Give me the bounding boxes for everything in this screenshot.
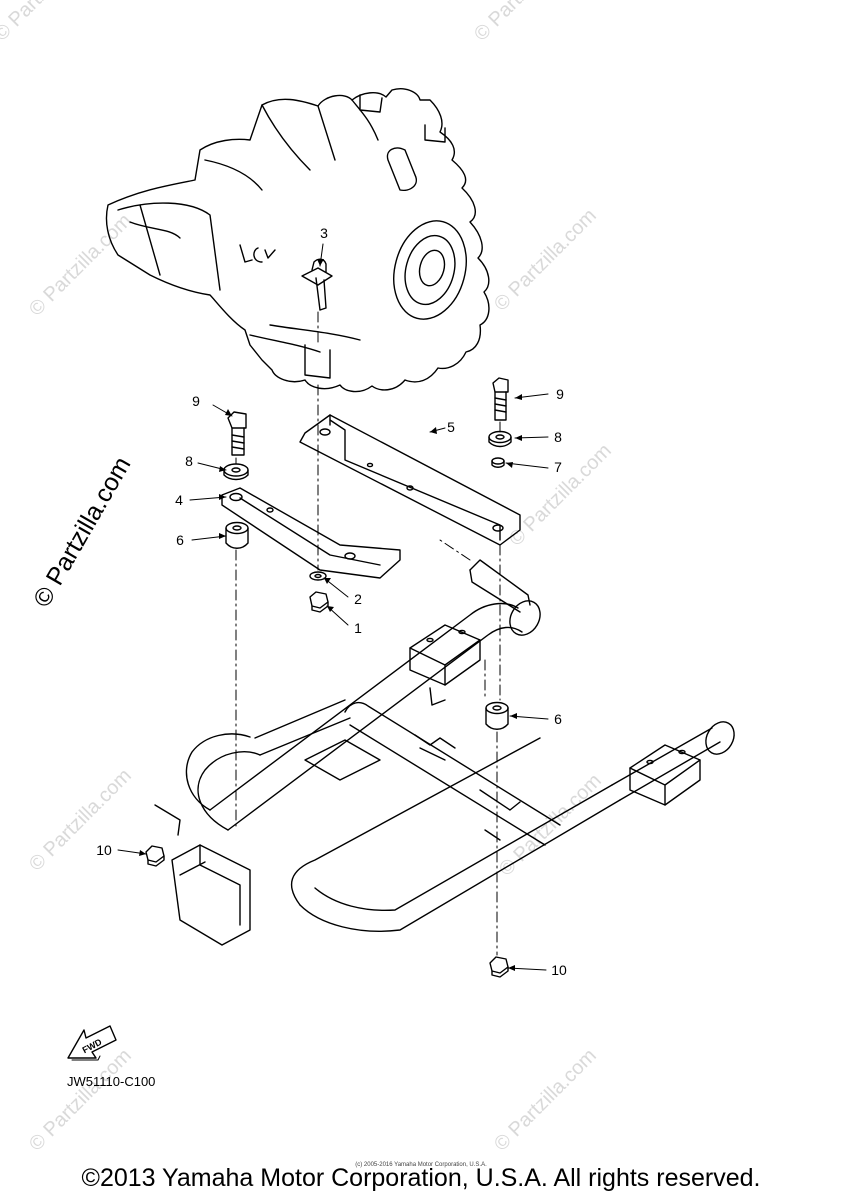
collar-7-part xyxy=(491,457,505,468)
callout-9-right: 9 xyxy=(556,386,564,402)
callout-7: 7 xyxy=(554,459,562,475)
bolt-9-right-part xyxy=(492,377,509,421)
callout-6-right: 6 xyxy=(554,711,562,727)
callout-8-left: 8 xyxy=(185,453,193,469)
bracket-5-part xyxy=(299,414,521,546)
nut-10-right-part xyxy=(489,956,509,978)
small-notice: (c) 2005-2016 Yamaha Motor Corporation, … xyxy=(355,1162,487,1168)
callout-6-left: 6 xyxy=(176,532,184,548)
washer-8-right-part xyxy=(488,430,512,448)
damper-6-left-part xyxy=(225,521,249,549)
nut-1-part xyxy=(309,591,329,613)
callout-10-left: 10 xyxy=(96,842,112,858)
callout-8-right: 8 xyxy=(554,429,562,445)
callout-5: 5 xyxy=(447,419,455,435)
bracket-4-part xyxy=(221,487,401,579)
leader-arrowheads xyxy=(139,259,522,971)
callout-10-right: 10 xyxy=(551,962,567,978)
copyright-text: ©2013 Yamaha Motor Corporation, U.S.A. A… xyxy=(81,1164,761,1192)
fwd-arrow-icon: FWD xyxy=(67,1025,117,1061)
callout-1: 1 xyxy=(354,620,362,636)
damper-6-right-part xyxy=(485,701,509,730)
bolt-3-part xyxy=(301,258,333,311)
callout-3: 3 xyxy=(320,225,328,241)
bolt-9-left-part xyxy=(227,411,247,456)
callout-2: 2 xyxy=(354,591,362,607)
engine-illustration xyxy=(105,88,490,393)
washer-2-part xyxy=(309,571,327,581)
callout-9-left: 9 xyxy=(192,393,200,409)
frame-assembly xyxy=(154,559,735,946)
diagram-code: JW51110-C100 xyxy=(67,1074,156,1089)
callout-4: 4 xyxy=(175,492,183,508)
washer-8-left-part xyxy=(223,463,249,481)
nut-10-left-part xyxy=(145,845,165,867)
callout-labels: 3 9 8 4 6 9 5 8 7 2 1 6 10 10 xyxy=(96,225,567,978)
alignment-lines xyxy=(235,311,501,956)
